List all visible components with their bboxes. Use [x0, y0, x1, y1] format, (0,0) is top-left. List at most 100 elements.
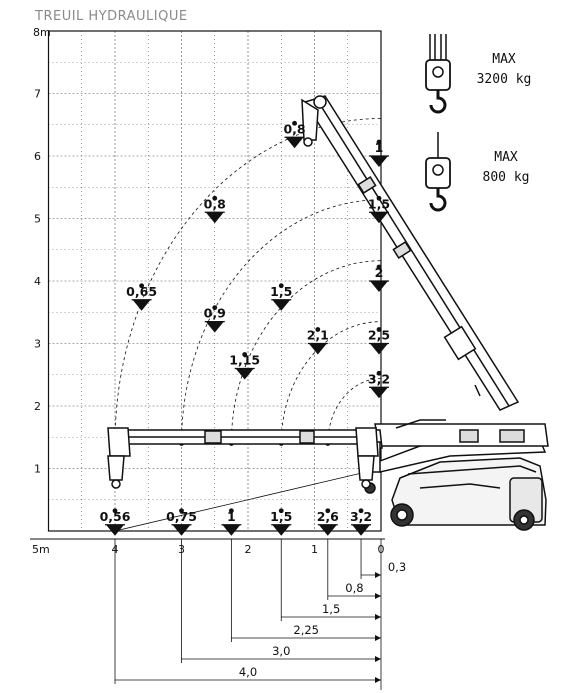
- radius-arc: [230, 260, 382, 444]
- y-axis-unit-label: 8m: [33, 26, 51, 39]
- vertical-capacity-label: 2,5: [368, 328, 390, 343]
- vertical-capacity-point: [376, 195, 382, 201]
- arc-capacity-triangle: [235, 368, 254, 380]
- dimension-arrow: [375, 677, 381, 683]
- dimension-arrow: [375, 593, 381, 599]
- hook-block-single-line-icon-block: [425, 157, 451, 189]
- hook-block-multi-line-icon-block: [425, 59, 451, 91]
- ground-capacity-point: [179, 508, 184, 514]
- x-axis-unit-label: 5m: [32, 543, 50, 556]
- vertical-capacity-label: 3,2: [368, 371, 390, 386]
- ground-capacity-label: 1: [227, 509, 236, 524]
- arc-capacity-point: [139, 283, 145, 289]
- vertical-capacity-triangle: [370, 343, 389, 355]
- arc-capacity-point: [315, 327, 321, 332]
- dimension-arrow: [375, 614, 381, 620]
- hook-block-single-line-icon-sheave: [432, 164, 444, 176]
- dimension-label: 1,5: [322, 602, 340, 616]
- crane-machine: [107, 95, 549, 531]
- y-tick-label: 1: [34, 463, 41, 476]
- dimension-label: 0,8: [345, 581, 363, 595]
- dimension-label: 3,0: [272, 644, 290, 658]
- capacity-marks: 0,56 0,75 1 1,5 2,6 3,2 1 1,5 2 2,5 3,2 0,8 0,8 0,65 0…: [100, 120, 390, 536]
- arc-capacity-label: 2,1: [307, 328, 329, 343]
- arc-capacity-point: [212, 195, 218, 201]
- y-tick-label: 3: [34, 338, 41, 351]
- ground-capacity-triangle: [172, 524, 191, 536]
- hook-max-label-1: MAX 3200 kg: [464, 50, 544, 90]
- hook-max-1-line1: MAX: [492, 52, 516, 67]
- arc-capacity-label: 0,8: [204, 196, 226, 211]
- ground-capacity-label: 0,75: [166, 509, 197, 524]
- hook-block-multi-line-icon-hook: [429, 90, 447, 114]
- dimension-arrow: [375, 572, 381, 578]
- ground-capacity-point: [112, 508, 118, 514]
- dimension-arrow: [375, 635, 381, 641]
- arc-capacity-point: [212, 305, 218, 311]
- hook-legend: [425, 34, 451, 212]
- arc-capacity-label: 0,9: [204, 306, 226, 321]
- diagram-title: TREUIL HYDRAULIQUE: [35, 9, 188, 24]
- vertical-capacity-label: 2: [375, 265, 384, 280]
- radius-arc: [181, 199, 382, 444]
- dimension-label: 2,25: [293, 623, 319, 637]
- arc-capacity-point: [292, 120, 297, 126]
- vertical-capacity-triangle: [370, 156, 389, 167]
- ground-capacity-triangle: [352, 524, 371, 536]
- dimension-arrow: [375, 656, 381, 662]
- y-tick-label: 6: [34, 150, 41, 163]
- x-tick-label: 1: [311, 543, 318, 556]
- arc-capacity-label: 1,15: [229, 353, 260, 368]
- y-tick-label: 2: [34, 400, 41, 413]
- ground-capacity-label: 2,6: [317, 509, 339, 524]
- vertical-capacity-triangle: [370, 212, 389, 224]
- vertical-capacity-point: [376, 370, 382, 376]
- vertical-capacity-triangle: [370, 281, 389, 292]
- horizontal-boom: [107, 427, 379, 489]
- x-tick-label: 2: [245, 543, 252, 556]
- inclined-boom: [301, 95, 520, 411]
- ground-capacity-triangle: [222, 524, 241, 536]
- hook-block-multi-line-icon-sheave: [432, 66, 444, 78]
- ground-capacity-triangle: [106, 524, 124, 536]
- vertical-capacity-label: 1: [375, 140, 384, 155]
- ground-capacity-triangle: [318, 524, 337, 536]
- radius-arc: [280, 321, 382, 444]
- ground-capacity-point: [228, 508, 234, 514]
- vertical-capacity-point: [376, 264, 382, 270]
- arc-capacity-triangle: [285, 137, 304, 149]
- hook-max-2-line2: 800 kg: [482, 170, 530, 185]
- hook-block-single-line-icon-hook: [429, 188, 447, 212]
- arc-capacity-triangle: [205, 212, 224, 224]
- vertical-capacity-triangle: [370, 387, 389, 399]
- arc-capacity-label: 1,5: [270, 284, 292, 299]
- ground-capacity-point: [358, 508, 364, 514]
- crane-body: [359, 419, 549, 531]
- y-tick-label: 7: [34, 88, 41, 101]
- vertical-capacity-point: [376, 327, 382, 332]
- ground-capacity-point: [278, 508, 284, 514]
- y-tick-label: 5: [34, 213, 41, 226]
- y-tick-label: 4: [34, 275, 41, 288]
- arc-capacity-triangle: [205, 321, 224, 333]
- ground-capacity-triangle: [272, 524, 291, 536]
- arc-capacity-point: [278, 283, 284, 289]
- ground-capacity-point: [325, 508, 331, 514]
- dimension-label: 0,3: [388, 560, 406, 574]
- arc-capacity-triangle: [132, 299, 151, 311]
- vertical-capacity-point: [376, 139, 382, 145]
- ground-capacity-label: 3,2: [350, 509, 372, 524]
- hook-max-1-line2: 3200 kg: [476, 72, 532, 87]
- arc-capacity-point: [242, 352, 248, 357]
- vertical-capacity-label: 1,5: [368, 196, 390, 211]
- arc-capacity-triangle: [272, 299, 291, 311]
- dimension-label: 4,0: [239, 665, 257, 679]
- hook-max-label-2: MAX 800 kg: [466, 148, 546, 188]
- hook-max-2-line1: MAX: [494, 150, 518, 165]
- arc-capacity-label: 0,8: [283, 121, 305, 136]
- ground-capacity-label: 0,56: [100, 509, 131, 524]
- arc-capacity-label: 0,65: [126, 284, 157, 299]
- dimension-lines: 0,3 0,8 1,52,253,0 4,0: [114, 539, 406, 690]
- ground-capacity-label: 1,5: [270, 509, 292, 524]
